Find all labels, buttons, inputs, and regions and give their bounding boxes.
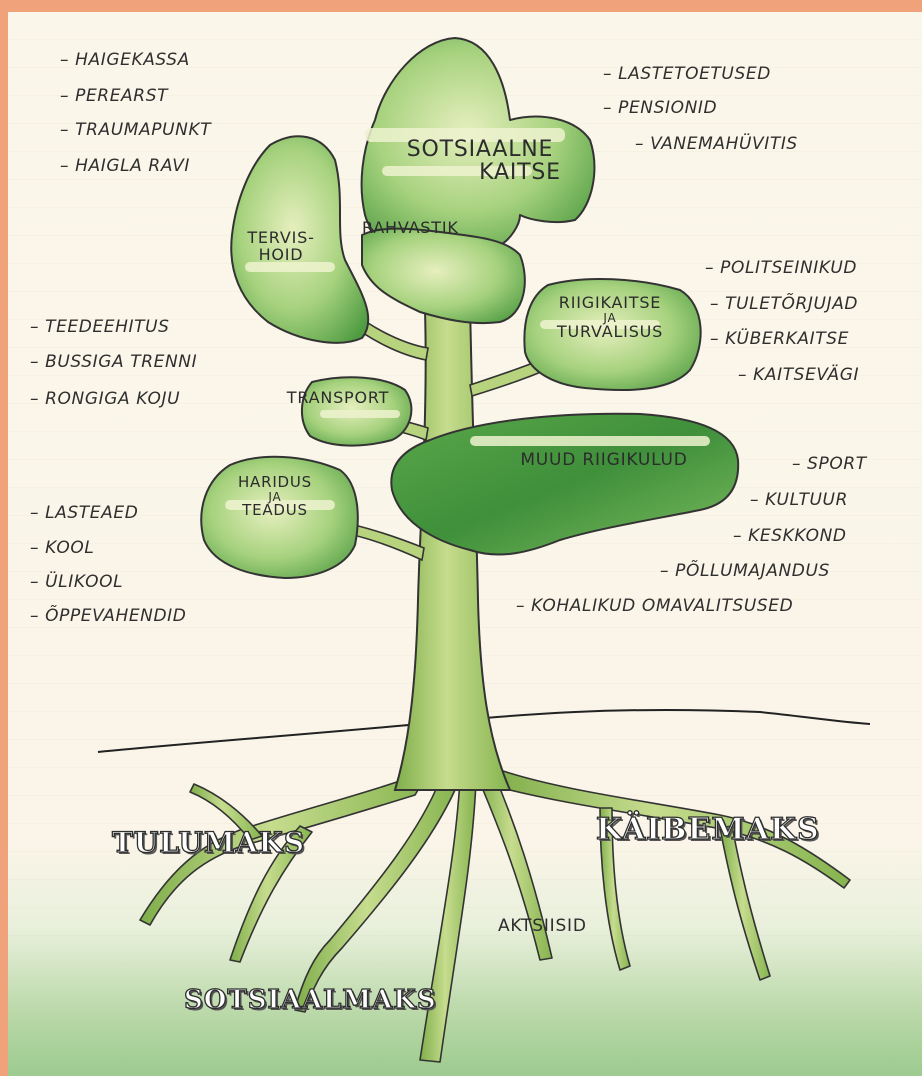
canopy: [200, 37, 740, 579]
list-item: KULTUUR: [750, 490, 848, 510]
list-item: TEEDEEHITUS: [30, 317, 170, 337]
list-item: BUSSIGA TRENNI: [30, 352, 197, 372]
list-item: LASTEAED: [30, 503, 138, 523]
list-item: HAIGLA RAVI: [60, 156, 190, 176]
label-kaibemaks: KÄIBEMAKS: [595, 811, 820, 847]
list-item: ÜLIKOOL: [30, 572, 123, 592]
root-left-upper: [189, 783, 263, 841]
leaf-rahvastik: [361, 227, 526, 325]
leaf-tervishoid: [230, 135, 370, 344]
root-right-down: [719, 825, 771, 981]
label-aktsiisid: AKTSIISID: [498, 916, 587, 936]
label-rahvastik: RAHVASTIK: [362, 218, 459, 237]
list-item: TRAUMAPUNKT: [60, 120, 211, 140]
label-tervishoid: TERVIS- HOID: [247, 228, 315, 264]
list-item: KOHALIKUD OMAVALITSUSED: [516, 596, 793, 616]
root-center-left: [294, 779, 456, 1013]
label-sotsiaalmaks: SOTSIAALMAKS: [183, 984, 437, 1015]
list-item: TULETÕRJUJAD: [710, 294, 858, 314]
ground-line: [97, 708, 871, 753]
list-item: PÕLLUMAJANDUS: [660, 561, 830, 581]
root-right: [493, 769, 851, 889]
label-sotsiaalne-kaitse: SOTSIAALNE KAITSE: [406, 137, 561, 186]
leaf-muud: [390, 412, 740, 556]
list-item: LASTETOETUSED: [603, 64, 771, 84]
list-item: KESKKOND: [733, 526, 847, 546]
list-item: HAIGEKASSA: [60, 50, 190, 70]
label-transport: TRANSPORT: [286, 388, 390, 407]
leaf-haridus: [200, 455, 359, 579]
list-item: KÜBERKAITSE: [710, 329, 849, 349]
list-item: PEREARST: [60, 86, 168, 106]
list-item: RONGIGA KOJU: [30, 389, 180, 409]
list-item: KOOL: [30, 538, 94, 558]
roots: [139, 769, 851, 1063]
root-left: [139, 769, 431, 926]
list-item: POLITSEINIKUD: [705, 258, 857, 278]
label-muud-riigikulud: MUUD RIIGIKULUD: [520, 450, 688, 470]
label-riigikaitse: RIIGIKAITSE JA TURVALISUS: [556, 293, 664, 342]
root-center-right: [477, 773, 553, 961]
list-item: PENSIONID: [603, 98, 717, 118]
label-tulumaks: TULUMAKS: [111, 825, 306, 859]
list-item: KAITSEVÄGI: [738, 365, 859, 385]
leaf-riigikaitse: [523, 277, 702, 392]
list-item: VANEMAHÜVITIS: [635, 134, 798, 154]
root-left-branch: [229, 825, 313, 963]
list-item: ÕPPEVAHENDID: [30, 606, 186, 626]
list-item: SPORT: [792, 454, 867, 474]
root-right-mid: [599, 807, 631, 971]
root-center: [419, 779, 477, 1063]
leaf-highlights: [225, 128, 710, 510]
label-haridus-ja-teadus: HARIDUS JA TEADUS: [237, 473, 313, 520]
